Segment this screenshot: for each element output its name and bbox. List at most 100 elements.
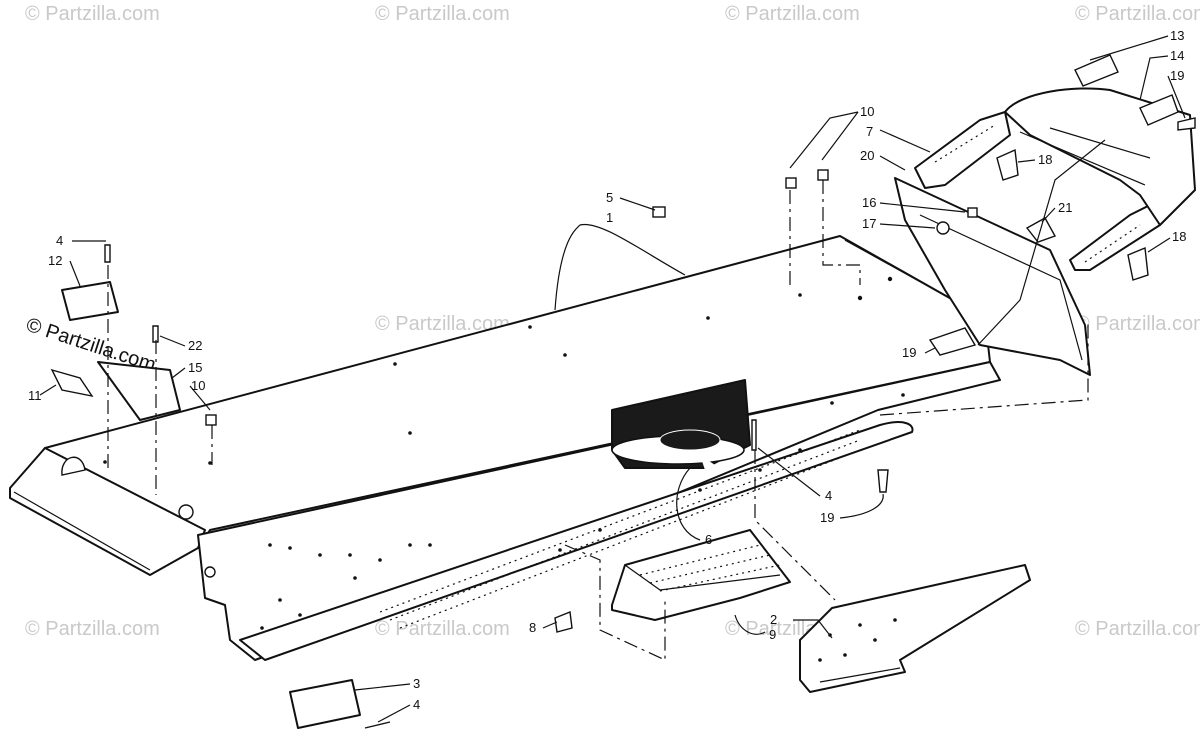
callout-19: 19 <box>902 345 916 360</box>
leader-3 <box>354 683 411 691</box>
leader-1 <box>554 223 686 311</box>
leader-10c <box>189 385 211 411</box>
leader-10b <box>821 111 859 161</box>
callout-17: 17 <box>862 216 876 231</box>
watermark-text: © Partzilla.com <box>375 618 510 640</box>
callout-22: 22 <box>188 338 202 353</box>
tunnel-assembly <box>9 235 1001 661</box>
bracket-lip <box>819 667 901 683</box>
footrest-pad <box>611 529 791 621</box>
callout-4: 4 <box>413 697 420 712</box>
tunnel-front-flap <box>9 447 206 576</box>
callout-11: 11 <box>28 388 42 403</box>
callout-7: 7 <box>866 124 873 139</box>
snowflap-inner <box>919 214 1083 361</box>
grip-pattern <box>379 429 861 629</box>
leader-19-top <box>1167 75 1186 119</box>
callout-18: 18 <box>1172 229 1186 244</box>
strip-11 <box>50 368 94 398</box>
leader-21 <box>1041 207 1056 223</box>
plug-10c <box>205 414 217 426</box>
decal-13 <box>1074 54 1119 87</box>
bracket-15 <box>97 361 181 421</box>
decal-14 <box>1139 94 1179 126</box>
rivet-4-bottom <box>364 721 391 729</box>
decal-5 <box>652 206 666 218</box>
callout-6: 6 <box>705 532 712 547</box>
watermark-text: © Partzilla.com <box>375 3 510 25</box>
footrest-pad-edge <box>624 564 781 591</box>
tunnel-hole <box>178 504 194 520</box>
callout-4: 4 <box>825 488 832 503</box>
callout-9: 9 <box>769 627 776 642</box>
bracket-plate-body <box>799 564 1031 693</box>
bolt-19-top <box>1177 117 1196 131</box>
bumper-left-arm <box>914 111 1011 189</box>
bracket-plate <box>799 564 1031 693</box>
leader-bumper-link <box>977 139 1106 346</box>
rivet-4 <box>751 419 757 451</box>
clip-18b <box>1127 246 1149 281</box>
leader-22 <box>159 335 186 347</box>
bumper-mount-19 <box>928 327 977 356</box>
taillight-emblem <box>659 429 721 451</box>
running-board-rail <box>239 421 914 661</box>
flap-edge-line <box>13 491 151 571</box>
callout-20: 20 <box>860 148 874 163</box>
assembly-lines <box>107 180 1089 661</box>
side-hole <box>204 566 216 578</box>
callout-10: 10 <box>860 104 874 119</box>
watermark-text: © Partzilla.com <box>25 3 160 25</box>
watermark-text: © Partzilla.com <box>25 618 160 640</box>
leader-13 <box>1089 35 1169 61</box>
leader-14 <box>1139 55 1169 101</box>
taillight-assembly <box>611 379 751 470</box>
washer-16 <box>967 207 978 218</box>
leader-18a <box>1017 159 1036 163</box>
plug-10a <box>785 177 797 189</box>
leader-lines <box>39 35 1186 723</box>
callout-13: 13 <box>1170 28 1184 43</box>
leader-19-mid <box>924 347 936 354</box>
callout-3: 3 <box>413 676 420 691</box>
leader-6 <box>676 467 701 541</box>
taillight-point <box>700 455 715 470</box>
bumper-crossbar <box>1049 127 1151 159</box>
watermark-text: © Partzilla.com <box>1075 313 1200 335</box>
callout-14: 14 <box>1170 48 1184 63</box>
leader-18b <box>1147 237 1171 253</box>
rivet-holes <box>103 276 905 630</box>
bracket-12 <box>61 281 119 321</box>
callout-2: 2 <box>770 612 777 627</box>
nut-17 <box>936 221 950 235</box>
bolt-19 <box>877 469 889 493</box>
callout-5: 5 <box>606 190 613 205</box>
callout-15: 15 <box>188 360 202 375</box>
callout-4: 4 <box>56 233 63 248</box>
leader-20 <box>879 155 906 171</box>
leader-5 <box>619 197 656 211</box>
callout-8: 8 <box>529 620 536 635</box>
clip-18a <box>996 148 1019 181</box>
leader-10a <box>789 111 859 169</box>
leader-11 <box>39 384 57 396</box>
leader-15 <box>171 367 186 379</box>
callout-18: 18 <box>1038 152 1052 167</box>
watermark-text: © Partzilla.com <box>1075 618 1200 640</box>
watermark-text: © Partzilla.com <box>375 313 510 335</box>
hardware <box>50 117 1196 729</box>
leader-2 <box>793 619 833 639</box>
leader-4-right <box>757 447 821 497</box>
callout-19: 19 <box>1170 68 1184 83</box>
callout-16: 16 <box>862 195 876 210</box>
leader-19-bottom <box>839 493 884 519</box>
callout-1: 1 <box>606 210 613 225</box>
watermark-text: © Partzilla.com <box>1075 3 1200 25</box>
footrest-pad-body <box>611 529 791 621</box>
callout-labels: 1 2 3 4 4 4 5 6 7 8 9 10 10 11 12 13 14 … <box>28 28 1186 712</box>
leader-4-bottom <box>377 704 411 723</box>
leader-16 <box>879 202 966 213</box>
bolt-8 <box>554 611 573 633</box>
leader-9 <box>734 614 766 635</box>
